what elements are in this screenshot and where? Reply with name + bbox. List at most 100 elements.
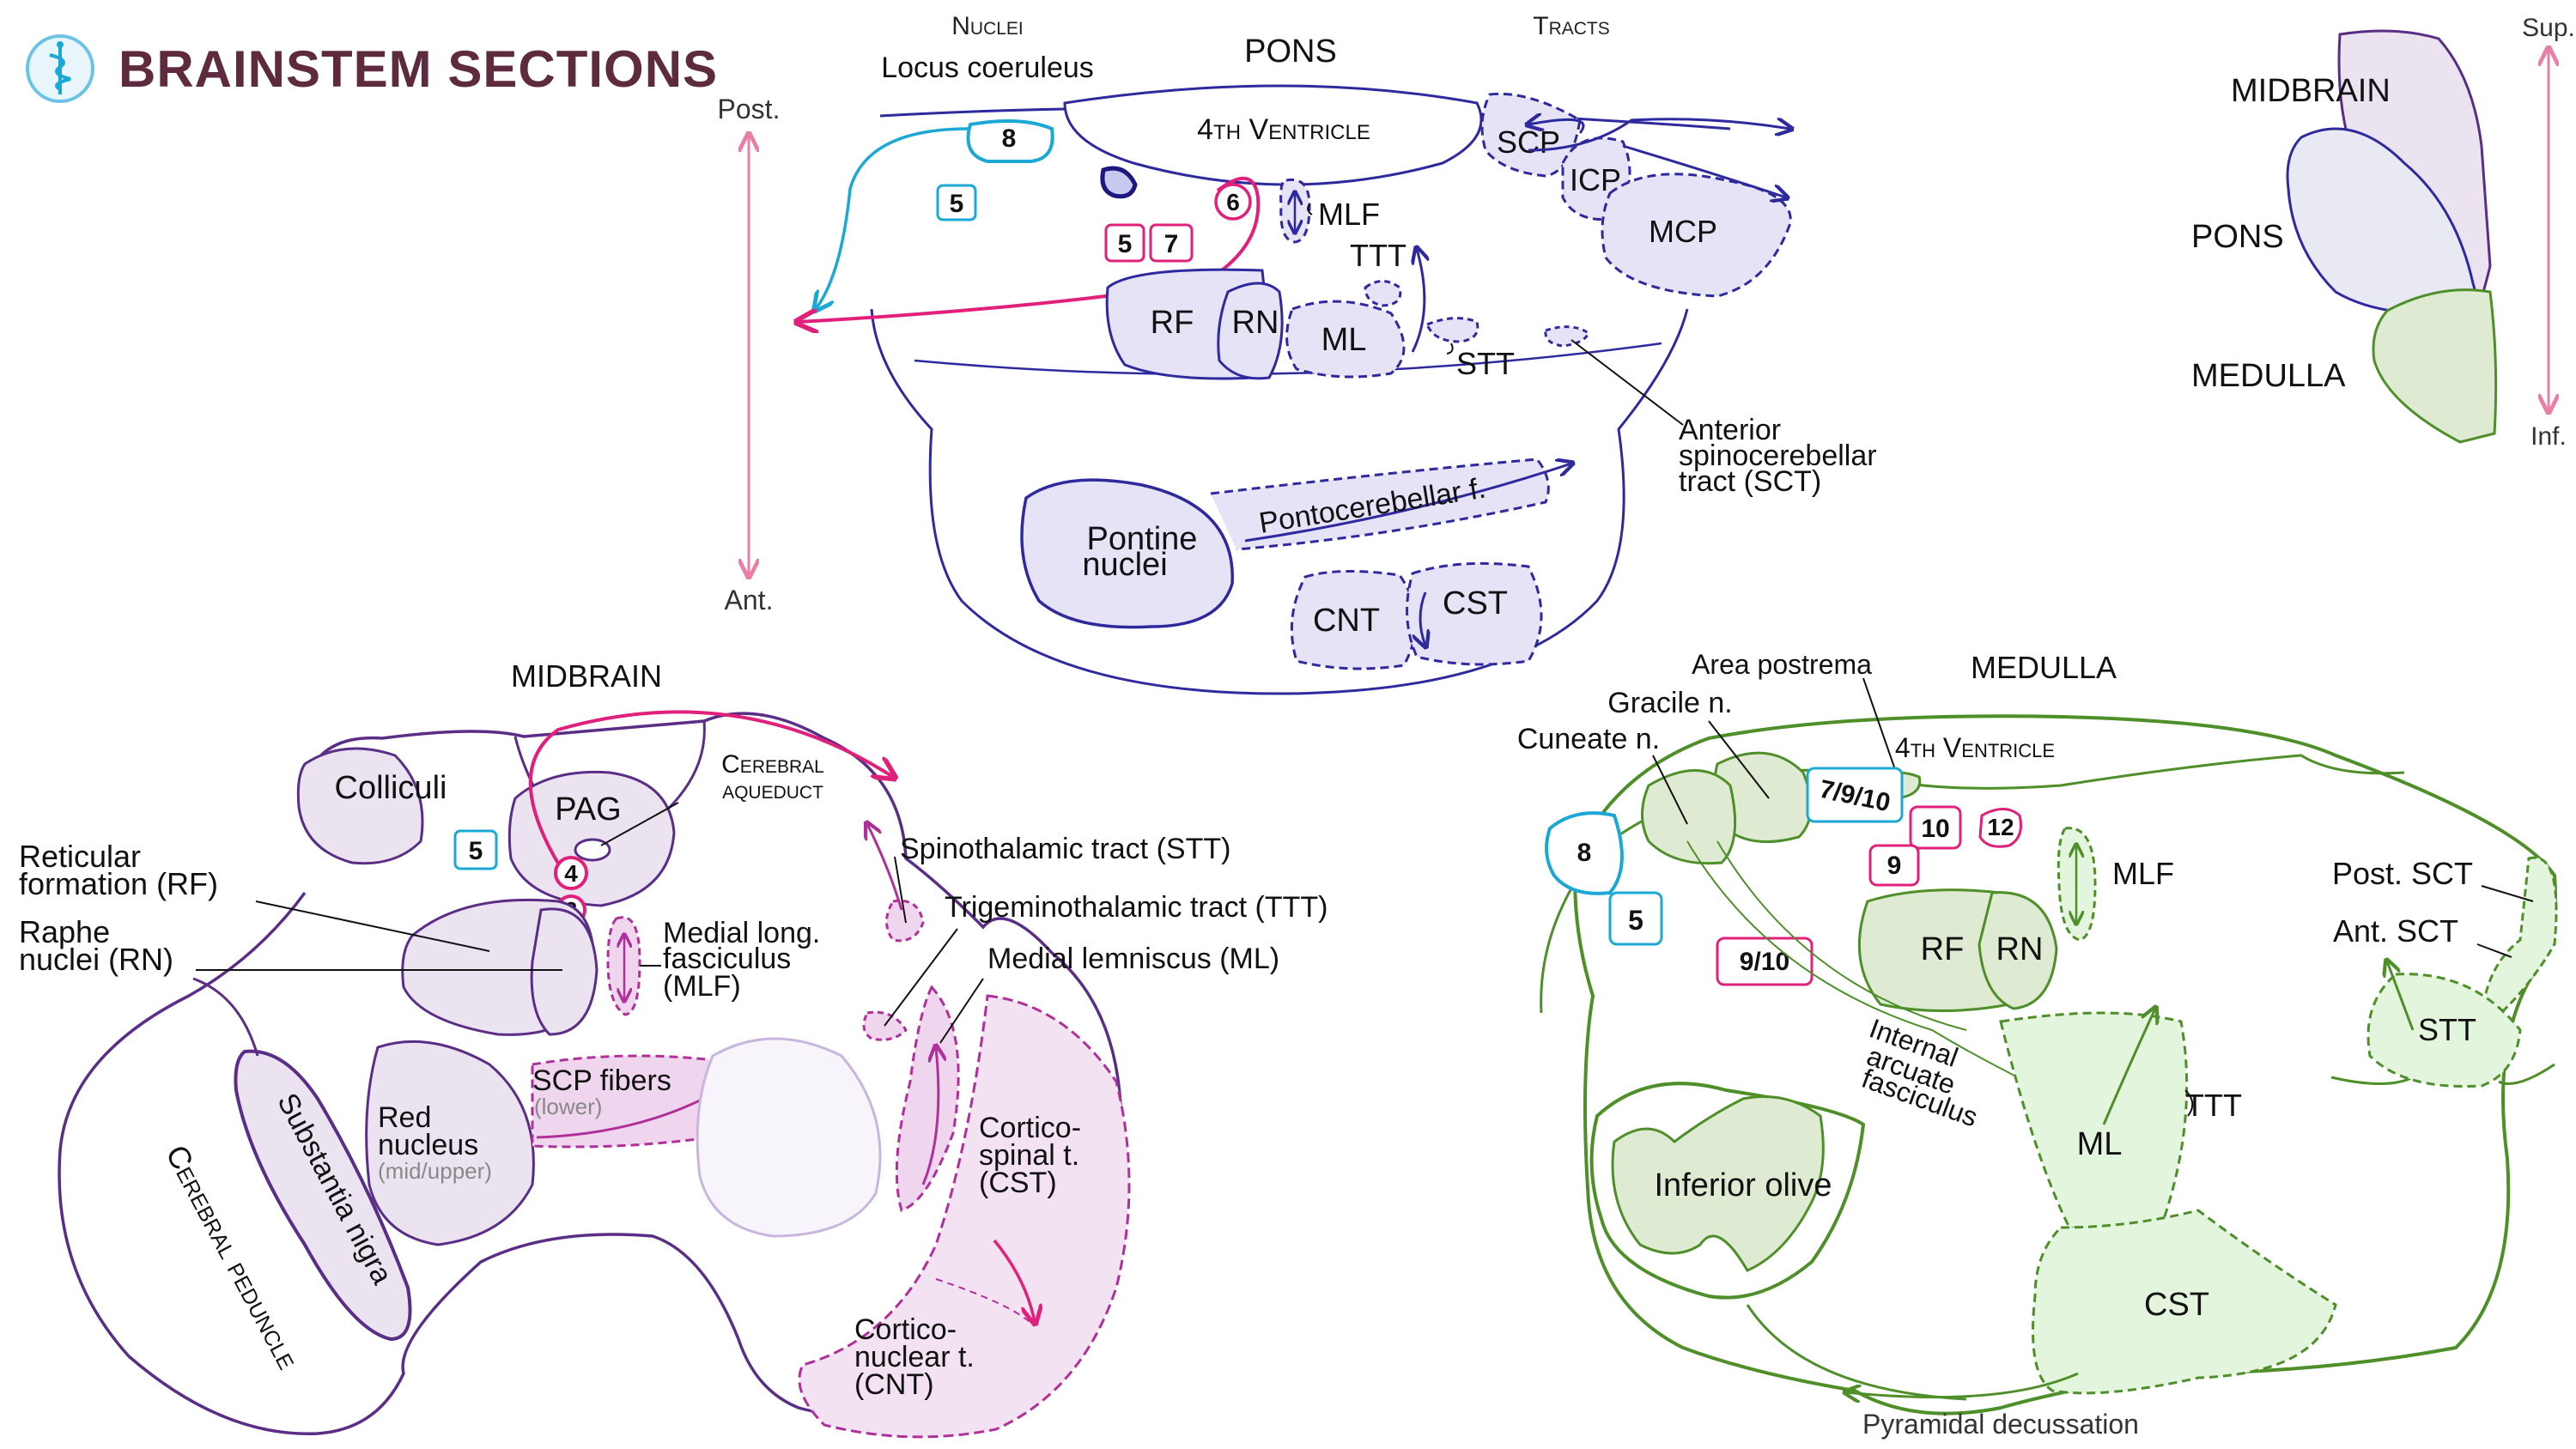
pons-mcp-label: MCP [1649, 214, 1717, 249]
medulla-badge-910-shape [1716, 937, 1814, 986]
medulla-badge-8-shape [1545, 811, 1624, 895]
medulla-badge-5-shape [1608, 891, 1663, 946]
medulla-heading: MEDULLA [1971, 650, 2117, 685]
inf-label: Inf. [2530, 422, 2567, 451]
pons-ant-sct [1544, 325, 1590, 348]
red-nucleus-sub: (mid/upper) [378, 1158, 492, 1184]
medulla-badge-10-shape [1909, 805, 1962, 850]
pons-badge-7-shape [1149, 223, 1194, 263]
pons-rn [1217, 282, 1284, 380]
midbrain-mlf-line1: Medial long. [663, 917, 820, 949]
pons-cst [1406, 561, 1543, 666]
pons-badge-6-shape [1214, 183, 1252, 221]
orientation-axis-sup-inf: Sup. Inf. [2522, 14, 2575, 451]
medulla-badge-12: 12 [1987, 814, 2014, 840]
medulla-outline [1573, 714, 2557, 1416]
header: BRAINSTEM SECTIONS [24, 33, 718, 105]
midbrain-cnt-line3: (CNT) [854, 1368, 934, 1401]
medulla-badge-10: 10 [1921, 815, 1949, 843]
pons-badge-8-shape [966, 119, 1054, 163]
pons-basal-boundary [914, 342, 1662, 376]
caduceus-logo-icon [26, 34, 94, 103]
pons-asct-line1: Anterior [1679, 414, 1781, 446]
aqueduct-line1: Cerebral [721, 750, 824, 779]
cuneate-nucleus [1641, 769, 1737, 865]
midbrain-cnt-line2: nuclear t. [854, 1341, 975, 1373]
locus-coeruleus-label: Locus coeruleus [881, 52, 1094, 84]
pons-cnt [1290, 569, 1418, 670]
pons-cnt-label: CNT [1313, 603, 1380, 639]
pontine-nuclei [1020, 478, 1234, 629]
orientation-axis-post-ant: Post. Ant. [718, 94, 781, 615]
sup-label: Sup. [2522, 14, 2575, 42]
midbrain-section: MIDBRAIN Colliculi PAG Cerebral aqueduct… [19, 658, 1327, 1439]
pons-badge-5-sensory-shape [936, 184, 977, 221]
midbrain-cst-line1: Cortico- [979, 1112, 1081, 1144]
pons-badge-5-sensory: 5 [950, 190, 964, 218]
pons-badge-5-motor-shape [1104, 223, 1145, 263]
pons-4th-ventricle [1063, 84, 1483, 186]
tracts-header: Tracts [1533, 12, 1610, 40]
midbrain-rf-line1: Reticular [19, 839, 141, 874]
inferior-olive-label: Inferior olive [1655, 1167, 1832, 1203]
medulla-ml-label: ML [2077, 1126, 2123, 1162]
medulla-sct [2480, 856, 2558, 1034]
midbrain-cnt-line1: Cortico- [854, 1313, 957, 1346]
pons-rf-label: RF [1151, 305, 1194, 341]
nuclei-header: Nuclei [951, 12, 1024, 40]
medulla-rn-label: RN [1996, 931, 2044, 967]
pons-scp [1480, 92, 1582, 178]
midbrain-rn-line1: Raphe [19, 914, 110, 949]
midbrain-rn [530, 907, 598, 1036]
red-nucleus-line1: Red [378, 1101, 431, 1134]
midbrain-ttt-label: Trigeminothalamic tract (TTT) [945, 891, 1327, 924]
scp-fibers [531, 1054, 749, 1149]
pontine-nuclei-line2: nuclei [1082, 547, 1167, 583]
overview-medulla-label: MEDULLA [2191, 358, 2346, 394]
pons-badge-8: 8 [1002, 124, 1017, 153]
midbrain-mlf-line2: fasciculus [663, 943, 791, 975]
decussation-arrow [1846, 1372, 2079, 1397]
post-label: Post. [718, 94, 781, 124]
ant-label: Ant. [725, 585, 774, 615]
midbrain-cst-line2: spinal t. [979, 1139, 1079, 1172]
post-sct-label: Post. SCT [2332, 856, 2473, 891]
ant-sct-label: Ant. SCT [2333, 913, 2458, 949]
midbrain-badge-4: 4 [564, 860, 578, 887]
pons-badge-5-motor: 5 [1118, 230, 1133, 258]
pons-stt-label: STT [1456, 346, 1515, 381]
area-postrema-label: Area postrema [1692, 649, 1872, 680]
midbrain-cst-line3: (CST) [979, 1167, 1057, 1199]
inferior-olive [1611, 1095, 1825, 1272]
midbrain-magenta-arc [528, 710, 893, 882]
midbrain-badge-4-shape [554, 856, 588, 890]
pons-outline [870, 308, 1689, 695]
midbrain-stt-label: Spinothalamic tract (STT) [900, 833, 1230, 865]
medulla-section: MEDULLA Area postrema 4th Ventricle Grac… [1517, 649, 2558, 1440]
red-nucleus-line2: nucleus [378, 1129, 478, 1161]
pons-asct-line2: spinocerebellar [1679, 440, 1877, 472]
pontine-nuclei-line1: Pontine [1087, 521, 1198, 557]
medulla-ventricle-label: 4th Ventricle [1895, 732, 2055, 763]
pons-section: PONS Nuclei Tracts Locus coeruleus 4th V… [799, 12, 1877, 695]
overview-midbrain-label: MIDBRAIN [2231, 73, 2391, 109]
medulla-cst-label: CST [2144, 1287, 2209, 1323]
midbrain-heading: MIDBRAIN [511, 658, 662, 694]
scp-fibers-sub: (lower) [534, 1094, 602, 1119]
medulla-stt-label: STT [2418, 1012, 2476, 1047]
medulla-badge-7910-shape [1806, 767, 1904, 823]
medulla-mlf-label: MLF [2112, 856, 2174, 891]
cochlear-arrow [816, 127, 969, 309]
colliculi-label: Colliculi [335, 770, 447, 806]
pons-badge-7: 7 [1164, 230, 1179, 258]
medulla-rn [1978, 891, 2058, 1010]
medulla-badge-910: 9/10 [1740, 948, 1789, 976]
medulla-badge-5: 5 [1628, 905, 1643, 936]
aqueduct-line2: aqueduct [722, 776, 823, 804]
medulla-stt [2366, 973, 2522, 1088]
pons-ml-label: ML [1321, 322, 1367, 358]
pons-ttt [1364, 280, 1402, 307]
substantia-nigra [234, 1049, 412, 1342]
pons-ttt-label: TTT [1350, 238, 1406, 273]
